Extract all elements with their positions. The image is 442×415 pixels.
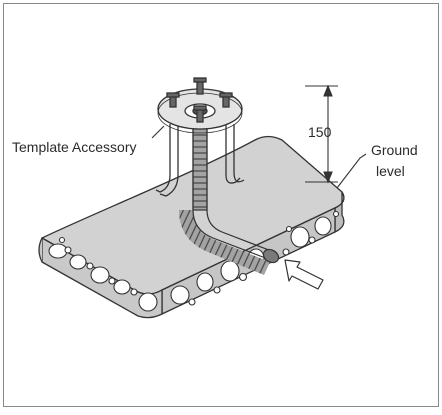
ground-level-label-line1: Ground — [371, 142, 418, 158]
slab-cores — [48, 210, 340, 312]
ground-level-label-line2: level — [376, 163, 405, 179]
frame-border — [3, 3, 439, 407]
ground-level-leader — [336, 153, 367, 189]
dimension-label: 150 — [308, 124, 332, 140]
anchor-rods — [155, 124, 245, 197]
template-plate — [157, 77, 243, 134]
dimension-marker — [305, 84, 338, 184]
template-accessory-label: Template Accessory — [12, 139, 137, 155]
template-accessory-leader — [151, 125, 165, 139]
conduit-arrow — [284, 259, 324, 290]
